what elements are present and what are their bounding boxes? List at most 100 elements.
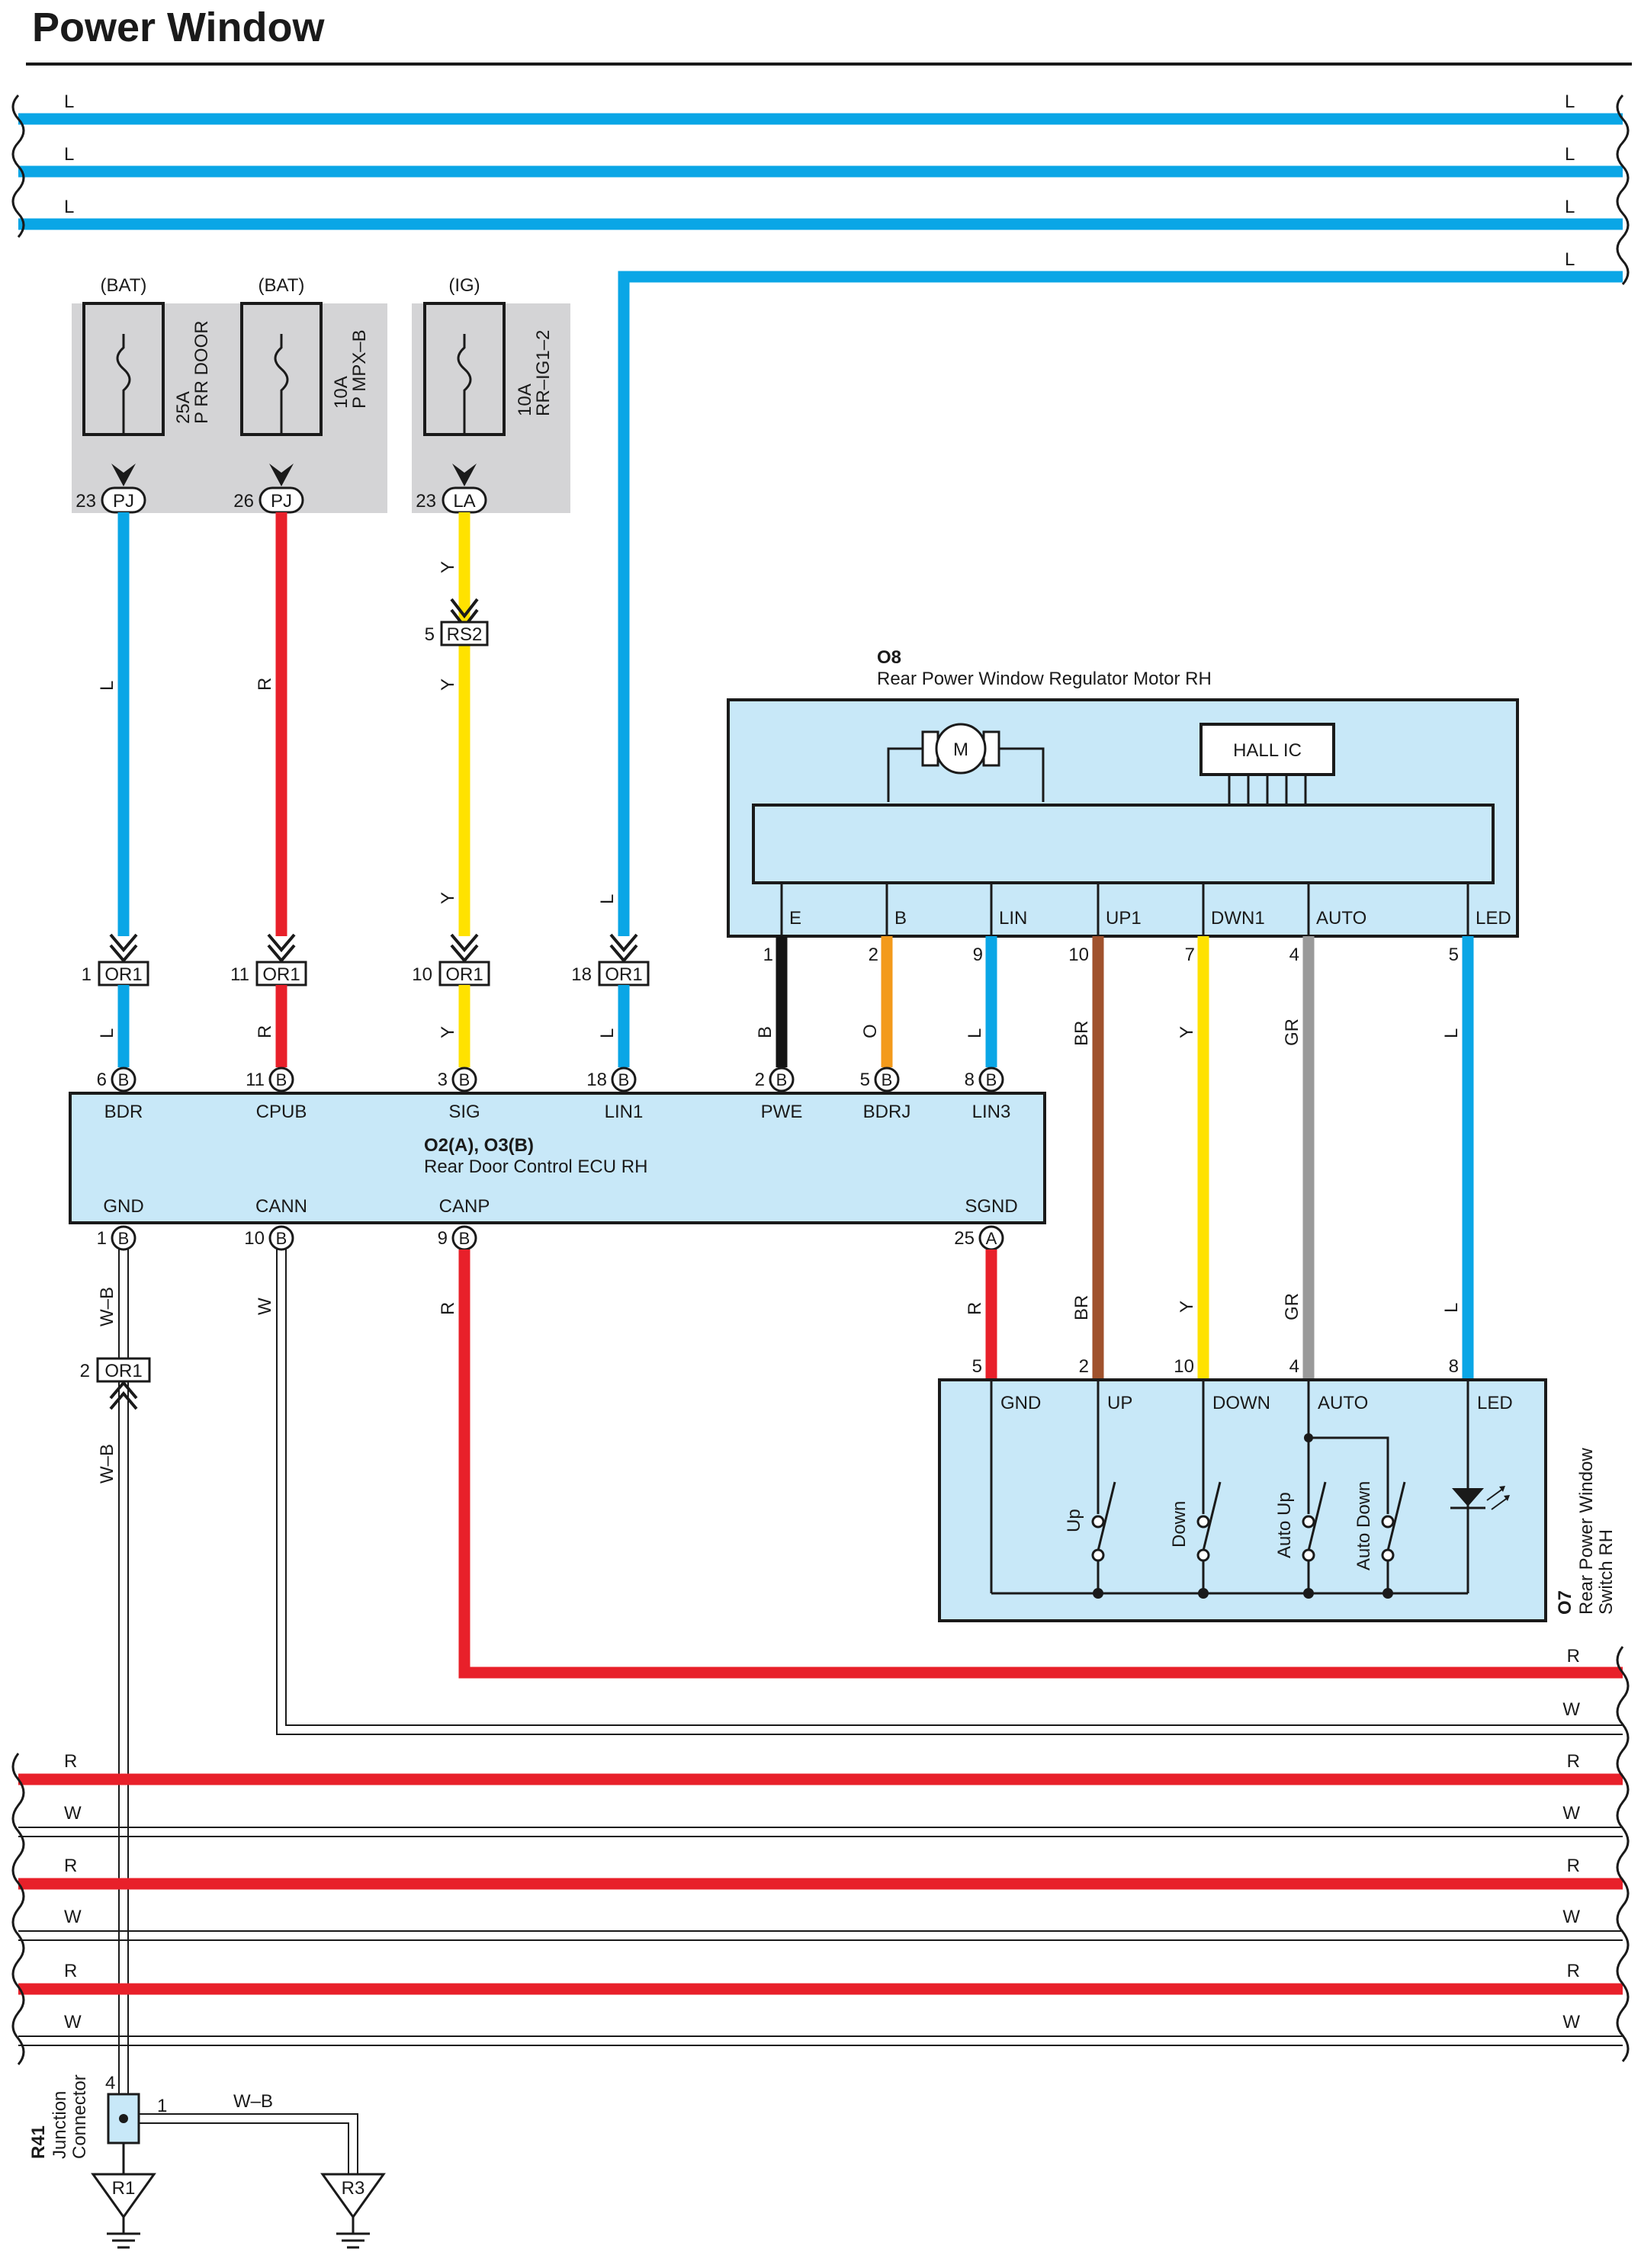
svg-text:Up: Up [1064,1509,1084,1532]
svg-text:R: R [438,1302,458,1315]
svg-text:R3: R3 [342,2178,365,2199]
svg-text:CPUB: CPUB [256,1102,307,1122]
lin1-wire [618,271,1623,936]
svg-text:OR1: OR1 [605,964,642,985]
fuse-amp: 25A [173,391,194,424]
fuse-pin: 26 [233,491,254,512]
break-mark-left [11,1753,25,2065]
svg-text:W–B: W–B [97,1287,117,1326]
motor-pin-number: 1 [763,945,773,965]
wire-code: L [97,1028,117,1038]
fuse-source: (BAT) [101,275,147,296]
motor-pin-label: DWN1 [1211,908,1265,929]
wire-code: L [64,91,74,112]
junction-id: R41 [28,2125,49,2159]
switch-pin-number: 5 [972,1356,982,1377]
svg-text:R: R [1567,1751,1580,1772]
fuse-pin: 23 [75,491,96,512]
connector-or1: OR1 10 [412,933,490,986]
motor-pin-label: LIN [999,908,1027,929]
fuse-icon [116,334,131,435]
motor-pin-label: B [894,908,907,929]
svg-text:GR: GR [1282,1293,1302,1320]
switch-o7: GND UP DOWN AUTO LED 5 2 10 4 8 Up Down … [938,1356,1617,1622]
svg-text:OR1: OR1 [104,1361,142,1381]
svg-text:L: L [1441,1028,1462,1038]
wire-code: L [1565,91,1575,112]
svg-text:6: 6 [97,1070,107,1090]
fuse-amp: 10A [331,376,352,409]
svg-text:R: R [64,1961,77,1981]
break-mark-right [1616,94,1630,285]
svg-text:W: W [64,1907,82,1927]
fuse-conn: PJ [271,491,292,512]
switch-pin-number: 10 [1174,1356,1194,1377]
switch-id: O7 [1555,1590,1575,1615]
motor-pin-number: 10 [1068,945,1089,965]
svg-text:LIN3: LIN3 [972,1102,1011,1122]
motor-pin-label: UP1 [1106,908,1142,929]
switch-pin-number: 2 [1079,1356,1089,1377]
svg-text:B: B [276,1229,287,1248]
top-bus: L L L L L L L [11,91,1630,936]
fuse-name: RR–IG1–2 [533,330,554,416]
svg-text:OR1: OR1 [445,964,483,985]
svg-text:B: B [118,1229,130,1248]
junction-name: Connector [69,2074,90,2159]
svg-text:W: W [255,1298,275,1315]
switch-contact-auto-up: Auto Up [1274,1481,1327,1593]
fuse-name: P MPX–B [349,329,370,409]
fuse-conn: LA [453,491,475,512]
switch-pin-label: LED [1477,1393,1513,1413]
svg-text:BR: BR [1071,1021,1092,1046]
connector-pin: 5 [425,624,435,645]
svg-text:25: 25 [954,1228,975,1249]
motor-pin-number: 9 [973,945,983,965]
wire-code: Y [438,892,458,904]
svg-text:B: B [276,1070,287,1089]
svg-text:Down: Down [1169,1501,1190,1548]
hall-ic-label: HALL IC [1233,740,1302,761]
wire-code: Y [438,1026,458,1038]
wire-code: Y [438,561,458,573]
svg-text:B: B [755,1026,776,1038]
switch-name: Switch RH [1596,1529,1617,1615]
svg-text:R: R [64,1856,77,1876]
svg-text:L: L [1441,1303,1462,1313]
svg-text:B: B [986,1070,997,1089]
svg-text:4: 4 [105,2073,115,2093]
bottom-bus: R R W W R R W W R R W W [11,1646,1630,2065]
fuse-block: (BAT) 25A P RR DOOR PJ 23 (BAT) 10A P MP… [72,275,570,514]
fuse-pin: 23 [416,491,436,512]
motor-name: Rear Power Window Regulator Motor RH [877,669,1212,689]
svg-text:2: 2 [755,1070,765,1090]
svg-text:3: 3 [438,1070,448,1090]
motor-o8: O8 Rear Power Window Regulator Motor RH … [727,647,1519,965]
fuse-name: P RR DOOR [191,320,212,424]
fuse-rr-ig1-2: (IG) 10A RR–IG1–2 LA 23 [416,275,554,514]
svg-text:Y: Y [1177,1301,1197,1313]
switch-pin-label: GND [1000,1393,1041,1413]
or1-to-ecu-wires [117,985,630,1067]
wire-code: R [255,678,275,691]
svg-text:18: 18 [571,964,592,985]
svg-text:18: 18 [586,1070,607,1090]
fuse-source: (BAT) [259,275,305,296]
svg-text:GR: GR [1282,1019,1302,1046]
svg-text:11: 11 [230,964,249,985]
svg-text:W–B: W–B [97,1444,117,1484]
motor-id: O8 [877,647,901,668]
switch-pin-number: 4 [1289,1356,1299,1377]
svg-text:W: W [1562,1803,1580,1824]
wire-code: L [1565,197,1575,217]
switch-contact-up: Up [1064,1481,1116,1593]
ground-r3: R3 [320,2173,386,2249]
svg-text:R: R [1567,1856,1580,1876]
svg-text:B: B [118,1070,130,1089]
svg-text:1: 1 [82,964,92,985]
wire-code: L [1565,144,1575,165]
svg-text:B: B [459,1070,470,1089]
svg-text:PWE: PWE [761,1102,803,1122]
svg-text:R: R [965,1302,985,1315]
svg-text:9: 9 [438,1228,448,1249]
